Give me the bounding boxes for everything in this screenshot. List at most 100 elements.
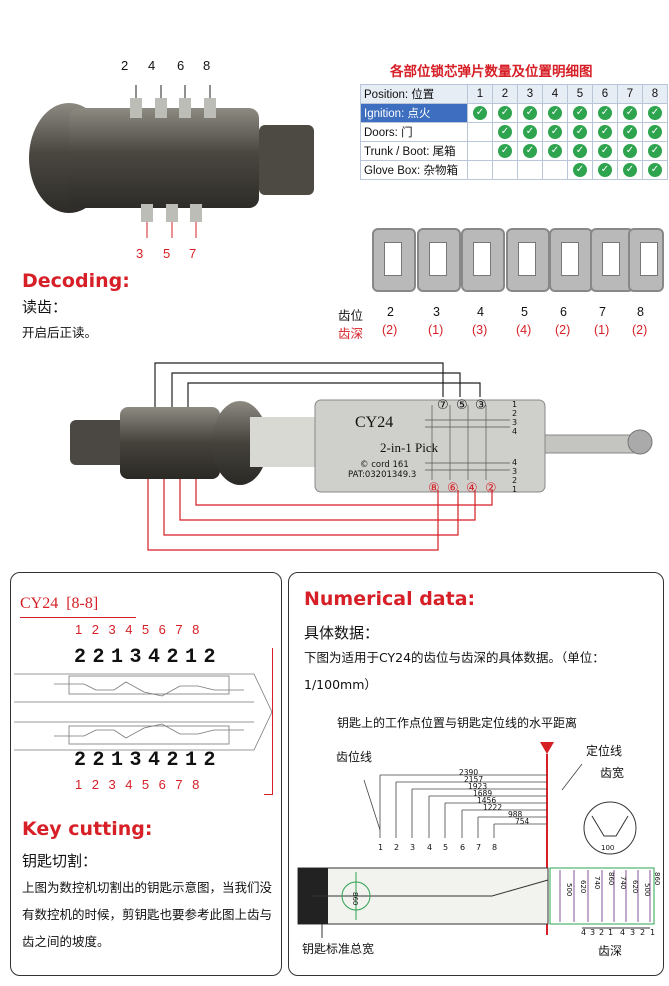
pick-circle-top: ⑦ [437,398,449,413]
check-icon: ✓ [548,125,562,139]
depth-value: 740 [619,876,627,890]
position-label: 齿位 [338,309,364,323]
numerical-data-title: Numerical data: [304,588,476,610]
check-icon: ✓ [548,144,562,158]
pick-scale-top: 2 [512,409,518,418]
pin-number-bottom: 5 [163,246,171,261]
decoding-depth: (2) [555,323,571,337]
decoding-depth: (4) [516,323,532,337]
key-cut-diagram [14,673,273,751]
distance-label: 1689 [473,789,493,798]
decoding-depth: (2) [382,323,398,337]
pick-scale-bottom: 2 [512,476,518,485]
wafer-illustration [461,228,505,292]
decoding-depth: (3) [472,323,488,337]
distance-label: 754 [515,817,530,826]
distance-label: 988 [508,810,523,819]
check-icon: ✓ [623,144,637,158]
numerical-diagram [297,742,655,938]
label-position-line: 齿位线 [336,750,373,764]
position-number: 1 [378,843,384,852]
column-header: 6 [592,84,618,104]
table-header-label: Position: 位置 [360,84,468,104]
depth-value: 740 [593,876,601,890]
wafer-illustration [506,228,550,292]
check-icon: ✓ [573,144,587,158]
decoding-position: 8 [637,305,644,319]
key-index-bottom: 12345678 [75,777,209,792]
key-code-underline [20,617,136,618]
depth-index: 1 [650,928,656,937]
depth-value: 500 [643,883,651,897]
pick-name: CY24 [355,414,394,431]
label-locate-line: 定位线 [586,744,623,758]
check-icon: ✓ [598,125,612,139]
check-icon: ✓ [648,106,662,120]
table-row: Trunk / Boot: 尾箱 ✓✓✓✓✓✓✓ [360,141,668,161]
table-row: Doors: 门 ✓✓✓✓✓✓✓ [360,122,668,142]
depth-value: 860 [653,872,661,886]
key-cutting-subtitle: 钥匙切割： [22,852,98,870]
position-number: 2 [394,843,400,852]
depth-index: 3 [630,928,636,937]
decoding-position: 2 [387,305,394,319]
distance-label: 1222 [483,803,503,812]
decoding-depth: (1) [594,323,610,337]
decoding-position: 4 [477,305,484,319]
pick-tool-illustration [70,362,653,551]
check-icon: ✓ [523,125,537,139]
decoding-depth: (2) [632,323,648,337]
pick-scale-bottom: 4 [512,458,518,467]
position-number: 7 [476,843,482,852]
key-code-label: CY24 [8-8] [20,595,99,612]
pick-copyright: © cord 161 [360,460,409,470]
decoding-subtitle: 读齿： [22,298,68,316]
wafer-illustration [590,228,634,292]
pick-circle-top: ⑤ [456,398,468,413]
label-tooth-width: 齿宽 [600,766,625,780]
key-digits-top: 22134212 [74,646,223,669]
depth-index: 1 [608,928,614,937]
table-header-row: Position: 位置 1 2 3 4 5 6 7 8 [360,84,668,104]
table-row: Glove Box: 杂物箱 ✓✓✓✓ [360,160,668,180]
pin-number-top: 2 [121,58,129,73]
row-label: Glove Box: 杂物箱 [360,160,468,180]
decoding-note: 开启后正读。 [22,325,98,340]
key-cutting-title: Key cutting: [22,818,153,840]
depth-index: 2 [599,928,605,937]
decoding-position: 6 [560,305,567,319]
position-number: 6 [460,843,466,852]
numerical-data-subtitle: 具体数据： [304,624,380,642]
depth-index: 2 [640,928,646,937]
check-icon: ✓ [498,125,512,139]
check-icon: ✓ [623,163,637,177]
depth-value: 500 [565,883,573,897]
pick-circle-bottom: ⑥ [447,481,459,496]
check-icon: ✓ [573,125,587,139]
check-icon: ✓ [623,106,637,120]
pick-subtitle: 2-in-1 Pick [380,440,439,455]
check-icon: ✓ [648,163,662,177]
pin-number-top: 6 [177,58,185,73]
position-number: 5 [443,843,449,852]
lock-cylinder-illustration [29,85,314,238]
column-header: 8 [642,84,668,104]
pin-number-top: 4 [148,58,156,73]
check-icon: ✓ [648,125,662,139]
decoding-title: Decoding: [22,270,130,292]
diagram-caption: 钥匙上的工作点位置与钥匙定位线的水平距离 [337,716,578,730]
depth-index: 3 [590,928,596,937]
check-icon: ✓ [523,144,537,158]
pick-scale-top: 1 [512,400,518,409]
column-header: 2 [492,84,518,104]
row-label: Doors: 门 [360,122,468,142]
wafer-illustration [628,228,664,292]
pick-circle-bottom: ② [485,481,497,496]
column-header: 5 [567,84,593,104]
pick-scale-top: 4 [512,427,518,436]
decoding-position: 3 [433,305,440,319]
check-icon: ✓ [598,144,612,158]
check-icon: ✓ [473,106,487,120]
table-row: Ignition: 点火 ✓✓✓✓✓✓✓✓ [360,103,668,123]
position-number: 3 [410,843,416,852]
